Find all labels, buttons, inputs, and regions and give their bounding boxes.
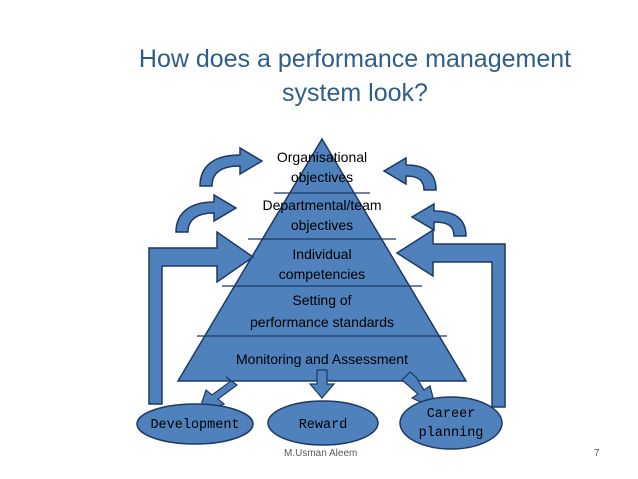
- level-1-line-1: Organisational: [277, 149, 367, 165]
- level-4-line-1: Setting of: [292, 292, 351, 308]
- outcome-career-ellipse: [399, 396, 503, 450]
- outcome-reward-label: Reward: [299, 418, 348, 433]
- outcome-development-label: Development: [150, 418, 239, 433]
- level-3-line-1: Individual: [292, 246, 351, 262]
- outcome-development-ellipse: [136, 403, 254, 445]
- curved-arrow-mid-right-icon: [410, 202, 467, 237]
- slide-number: 7: [594, 448, 600, 459]
- feedback-arrow-right-icon: [395, 228, 506, 408]
- pyramid: Organisational objectives Departmental/t…: [176, 137, 468, 382]
- footer-author: M.Usman Aleem: [284, 448, 358, 459]
- level-5-line-1: Monitoring and Assessment: [236, 351, 408, 367]
- title-line-1: How does a performance management: [138, 45, 572, 73]
- level-2-line-2: objectives: [291, 217, 353, 233]
- level-1-line-2: objectives: [291, 169, 353, 185]
- outcome-career-label-line-2: planning: [419, 426, 484, 441]
- level-4-line-2: performance standards: [250, 314, 394, 330]
- outcome-career-label-line-1: Career: [427, 407, 476, 422]
- curved-arrow-top-left-icon: [199, 146, 264, 187]
- level-3-line-2: competencies: [279, 266, 365, 282]
- curved-arrow-mid-left-icon: [175, 193, 238, 233]
- level-2-line-1: Departmental/team: [262, 197, 381, 213]
- feedback-arrow-left-icon: [148, 230, 255, 405]
- curved-arrow-top-right-icon: [382, 156, 437, 191]
- slide-title: How does a performance management system…: [60, 42, 638, 110]
- down-arrow-reward-icon: [308, 369, 336, 399]
- title-line-2: system look?: [282, 79, 428, 107]
- outcome-reward-ellipse: [267, 400, 379, 446]
